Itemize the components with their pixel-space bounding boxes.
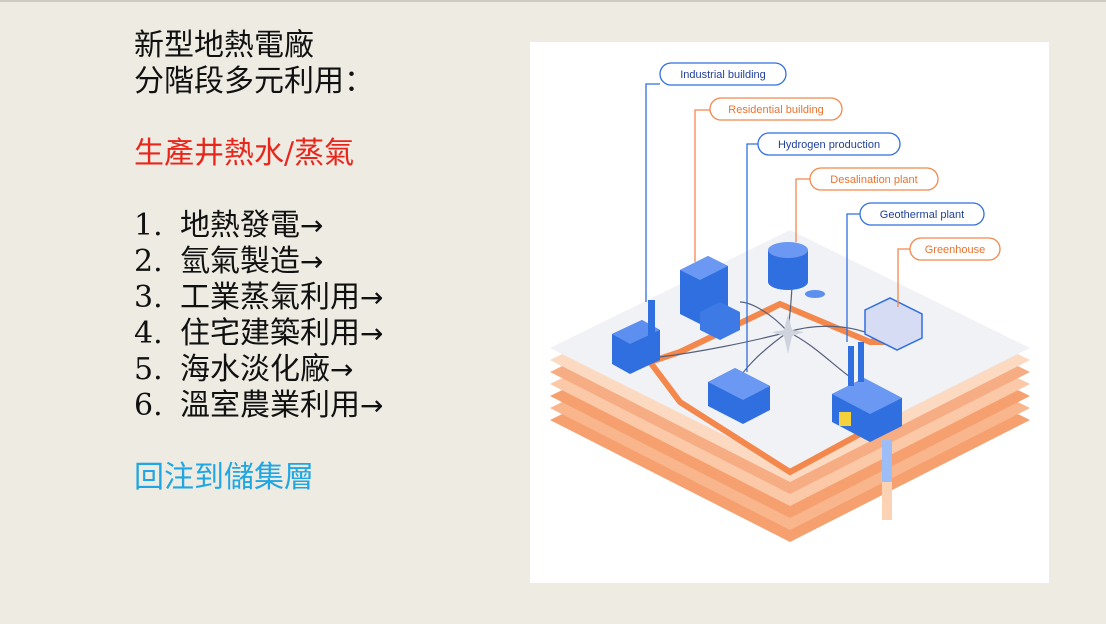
svg-text:Desalination plant: Desalination plant — [830, 174, 917, 186]
callout-lines — [645, 83, 910, 372]
reinjection-heading: 回注到儲集層 — [134, 460, 314, 495]
residential-building-icon — [680, 256, 740, 340]
label-hydrogen-production: Hydrogen production — [757, 132, 901, 156]
hydrogen-production-icon — [708, 368, 770, 424]
arrow-right-icon: → — [360, 281, 384, 314]
slide-text: 新型地熱電廠 分階段多元利用： 生產井熱水/蒸氣 1.地熱發電→ 2.氫氣製造→… — [134, 28, 383, 496]
list-item: 6.溫室農業利用→ — [134, 388, 384, 423]
svg-text:Industrial building: Industrial building — [680, 69, 766, 81]
list-item: 3.工業蒸氣利用→ — [134, 280, 384, 315]
geothermal-plant-icon — [832, 342, 902, 442]
junction-star — [772, 314, 804, 354]
ground-layers — [550, 230, 1030, 542]
svg-text:Geothermal plant: Geothermal plant — [880, 209, 964, 221]
list-item: 2.氫氣製造→ — [134, 244, 324, 279]
injection-well — [882, 440, 892, 520]
svg-text:Residential building: Residential building — [728, 104, 823, 116]
svg-text:Hydrogen production: Hydrogen production — [778, 139, 880, 151]
arrow-right-icon: → — [330, 353, 354, 386]
top-divider — [0, 0, 1106, 2]
list-item: 5.海水淡化廠→ — [134, 352, 354, 387]
industrial-building-icon — [612, 300, 660, 374]
arrow-right-icon: → — [300, 209, 324, 242]
list-item: 4.住宅建築利用→ — [134, 316, 384, 351]
arrow-right-icon: → — [300, 245, 324, 278]
label-desalination-plant: Desalination plant — [809, 167, 939, 191]
greenhouse-icon — [864, 297, 923, 351]
desalination-plant-icon — [768, 242, 825, 298]
arrow-right-icon: → — [360, 389, 384, 422]
svg-text:Greenhouse: Greenhouse — [925, 244, 986, 256]
label-greenhouse: Greenhouse — [909, 237, 1001, 261]
list-item: 1.地熱發電→ — [134, 208, 324, 243]
label-geothermal-plant: Geothermal plant — [859, 202, 985, 226]
title-line-1: 新型地熱電廠 — [134, 28, 314, 63]
geothermal-diagram: Industrial building Residential building… — [530, 42, 1049, 583]
arrow-right-icon: → — [360, 317, 384, 350]
title-line-2: 分階段多元利用： — [134, 64, 374, 99]
label-residential-building: Residential building — [709, 97, 843, 121]
label-industrial-building: Industrial building — [659, 62, 787, 86]
production-well-heading: 生產井熱水/蒸氣 — [134, 136, 355, 171]
